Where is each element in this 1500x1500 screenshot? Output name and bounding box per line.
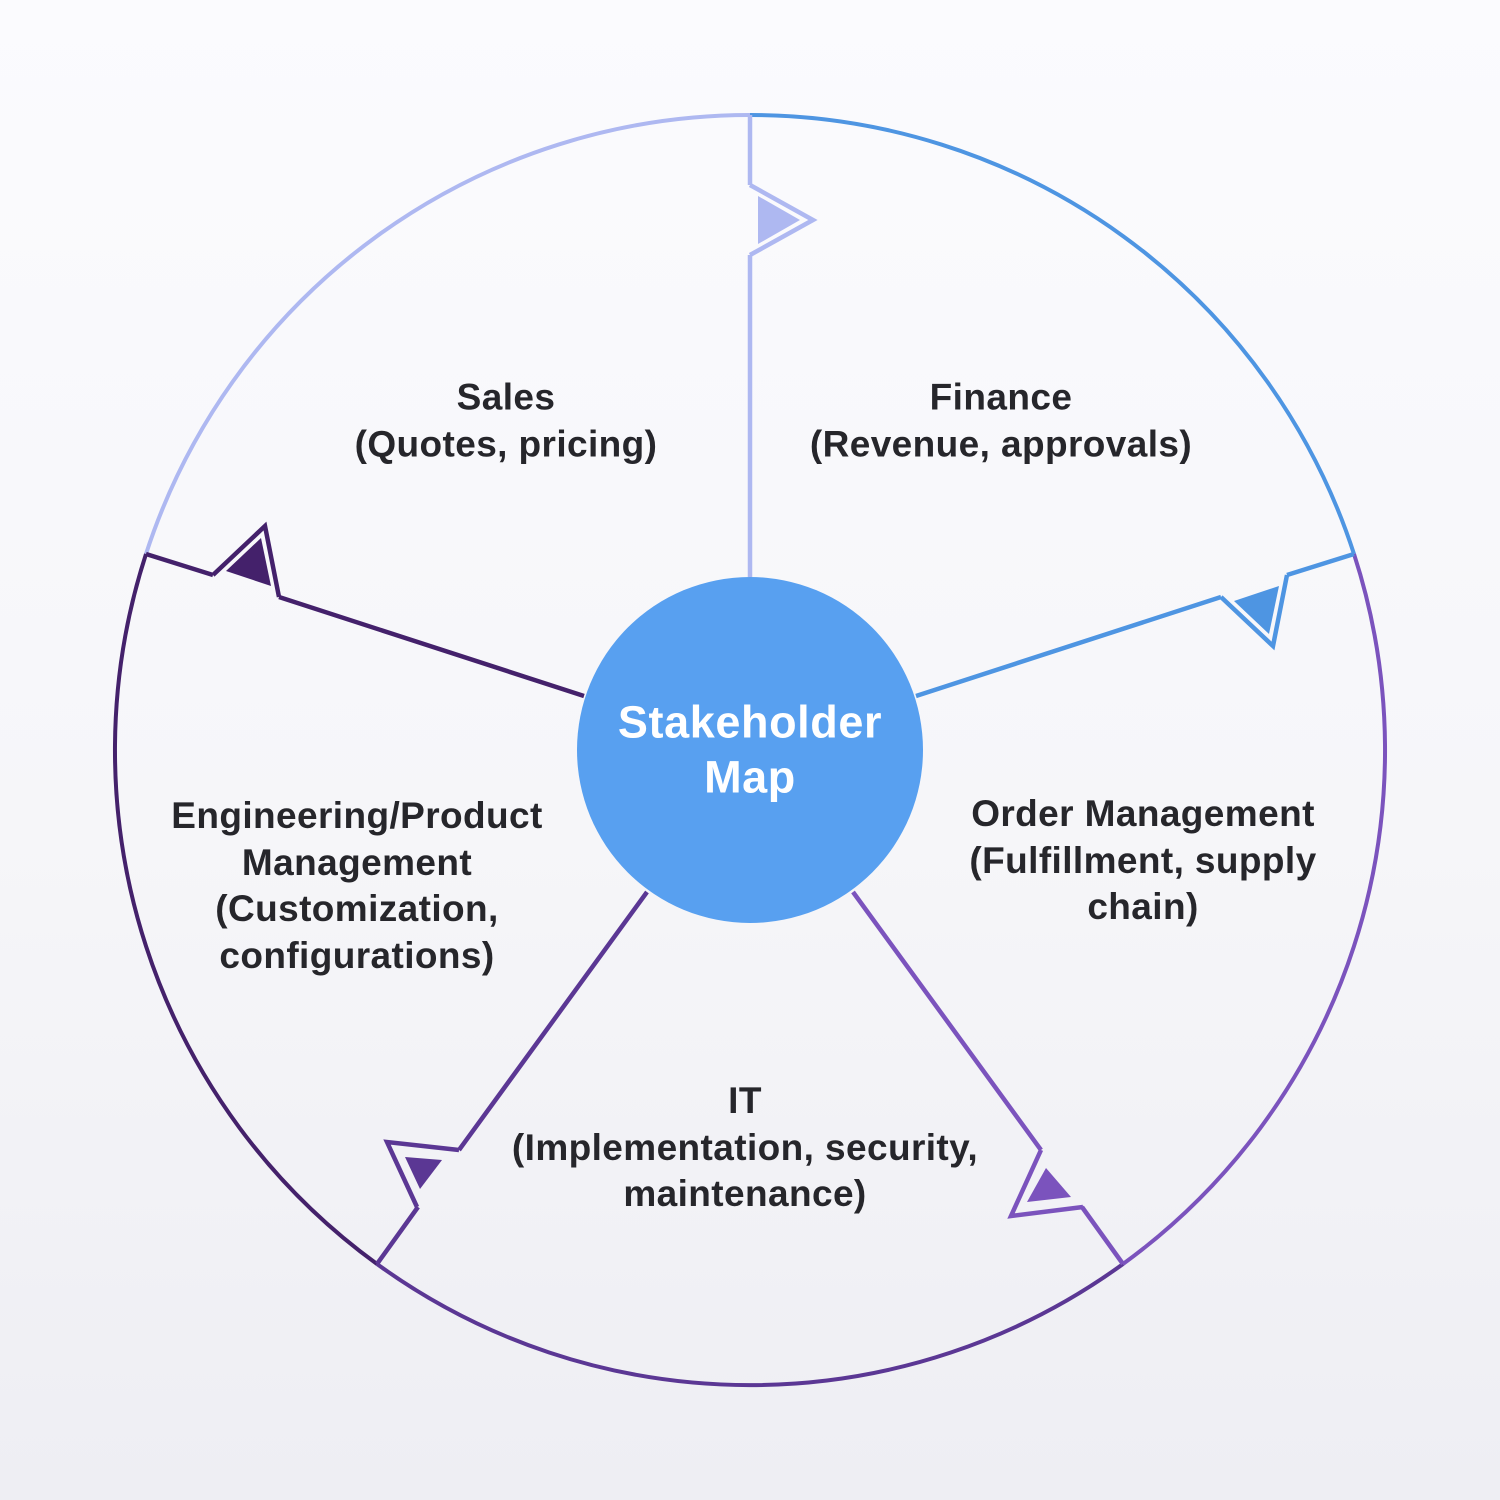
arrow-pennant-it-engineering — [383, 1139, 460, 1208]
segment-label-order-management: Order Management (Fulfillment, supply ch… — [969, 791, 1316, 931]
segment-label-it: IT (Implementation, security, maintenanc… — [512, 1078, 978, 1218]
arrow-pennant-engineering-sales — [211, 521, 282, 598]
arc-order-management — [1121, 553, 1388, 1266]
arrow-pennant-order-it — [1007, 1149, 1084, 1219]
segment-label-line: (Implementation, security, — [511, 1126, 979, 1168]
segment-label-line: Management — [241, 841, 473, 883]
divider-it-engineering — [375, 890, 649, 1266]
segment-label-sales: Sales (Quotes, pricing) — [355, 374, 658, 467]
arc-engineering — [112, 553, 379, 1266]
center-title: Stakeholder Map — [618, 695, 882, 806]
segment-label-engineering-product-management: Engineering/Product Management (Customiz… — [171, 793, 542, 979]
segment-label-line: (Revenue, approvals) — [809, 423, 1193, 464]
segment-label-line: Engineering/Product — [171, 794, 543, 836]
center-hub-circle — [577, 577, 923, 923]
segment-label-line: (Quotes, pricing) — [354, 423, 658, 464]
segment-label-finance: Finance (Revenue, approvals) — [810, 374, 1192, 467]
segment-label-line: IT — [728, 1080, 762, 1122]
arrow-pennant-sales-finance — [748, 183, 818, 257]
flow-arrow-heads — [226, 196, 1279, 1202]
segment-label-line: (Fulfillment, supply — [969, 839, 1317, 881]
segment-label-line: (Customization, — [215, 888, 499, 929]
segment-label-line: chain) — [1087, 886, 1199, 928]
divider-order-it — [851, 890, 1125, 1266]
arc-sales — [144, 113, 751, 555]
segment-label-line: maintenance) — [623, 1173, 867, 1215]
outer-ring — [112, 113, 1388, 1388]
arc-finance — [749, 113, 1356, 555]
segment-label-line: Sales — [456, 376, 556, 418]
segment-label-line: configurations) — [219, 934, 495, 976]
arrow-head-it-engineering — [405, 1157, 442, 1189]
divider-lines — [145, 115, 1355, 1266]
divider-engineering-sales — [145, 551, 585, 699]
flow-arrow-pennants — [211, 183, 1290, 1219]
arrow-head-finance-order — [1234, 586, 1279, 634]
arrow-pennant-finance-order — [1219, 574, 1290, 651]
arrow-head-order-it — [1027, 1168, 1071, 1202]
center-title-line1: Stakeholder — [617, 696, 883, 748]
arrow-head-sales-finance — [758, 196, 800, 244]
arc-it — [375, 1262, 1125, 1388]
center-title-line2: Map — [704, 752, 796, 803]
segment-label-line: Finance — [929, 376, 1073, 418]
segment-label-line: Order Management — [971, 793, 1315, 835]
divider-finance-order — [915, 551, 1355, 699]
arrow-head-engineering-sales — [226, 538, 271, 586]
